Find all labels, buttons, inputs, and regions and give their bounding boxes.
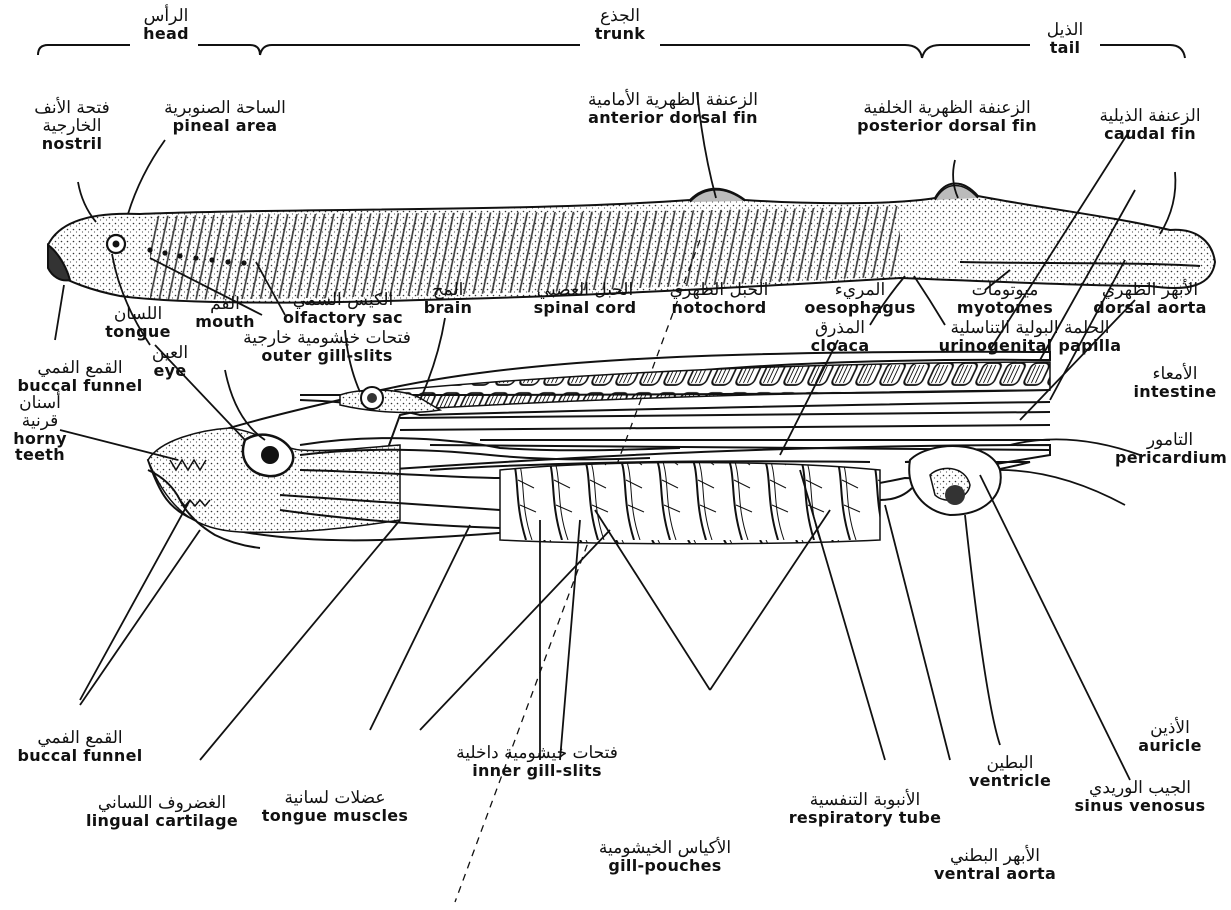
label-pericardium: التامور pericardium [1115,432,1225,467]
label-outer-gill-slits: فتحات خيشومية خارجية outer gill-slits [232,330,422,365]
label-mouth: الفم mouth [190,296,260,331]
label-dorsal-aorta: الأبهر الظهري dorsal aorta [1080,282,1220,317]
label-horny-teeth: أسنان قرنية horny teeth [10,395,70,464]
label-respiratory-tube: الأنبوبة التنفسية respiratory tube [775,792,955,827]
label-tongue: اللسان tongue [98,306,178,341]
label-cloaca: المذرق cloaca [800,320,880,355]
label-ventral-aorta: الأبهر البطني ventral aorta [930,848,1060,883]
head-english: head [132,26,200,43]
region-brackets [38,45,1185,58]
region-tail: الذيل tail [1030,22,1100,57]
label-pineal-area: الساحة الصنوبرية pineal area [150,100,300,135]
label-myotomes: ميوتومات myotomes [945,282,1065,317]
label-olfactory-sac: الكيس الشمي olfactory sac [278,292,408,327]
label-spinal-cord: الحبل العصبي spinal cord [525,282,645,317]
region-head: الرأس head [132,8,200,43]
label-urinogenital-papilla: الحلمة البولية التناسلية urinogenital pa… [935,320,1125,355]
label-auricle: الأذين auricle [1130,720,1210,755]
label-buccal-funnel-top: القمع الفمي buccal funnel [10,360,150,395]
label-buccal-funnel-bottom: القمع الفمي buccal funnel [10,730,150,765]
label-tongue-muscles: عضلات لسانية tongue muscles [255,790,415,825]
label-oesophagus: المريء oesophagus [800,282,920,317]
label-ventricle: البطين ventricle [965,755,1055,790]
label-notochord: الحبل الظهري notochord [654,282,784,317]
label-posterior-dorsal-fin: الزعنفة الظهرية الخلفية posterior dorsal… [832,100,1062,135]
label-caudal-fin: الزعنفة الذيلية caudal fin [1080,108,1220,143]
label-brain: المخ brain [418,282,478,317]
tail-english: tail [1030,40,1100,57]
internal-section [148,352,1050,548]
label-nostril: فتحة الأنف الخارجية nostril [22,100,122,152]
label-inner-gill-slits: فتحات خيشومية داخلية inner gill-slits [432,745,642,780]
label-anterior-dorsal-fin: الزعنفة الظهرية الأمامية anterior dorsal… [568,92,778,127]
section-line [455,240,700,902]
label-gill-pouches: الأكياس الخيشومية gill-pouches [575,840,755,875]
trunk-english: trunk [580,26,660,43]
label-sinus-venosus: الجيب الوريدي sinus venosus [1070,780,1210,815]
label-lingual-cartilage: الغضروف اللساني lingual cartilage [82,795,242,830]
label-eye: العين eye [140,345,200,380]
label-intestine: الأمعاء intestine [1125,366,1225,401]
region-trunk: الجذع trunk [580,8,660,43]
